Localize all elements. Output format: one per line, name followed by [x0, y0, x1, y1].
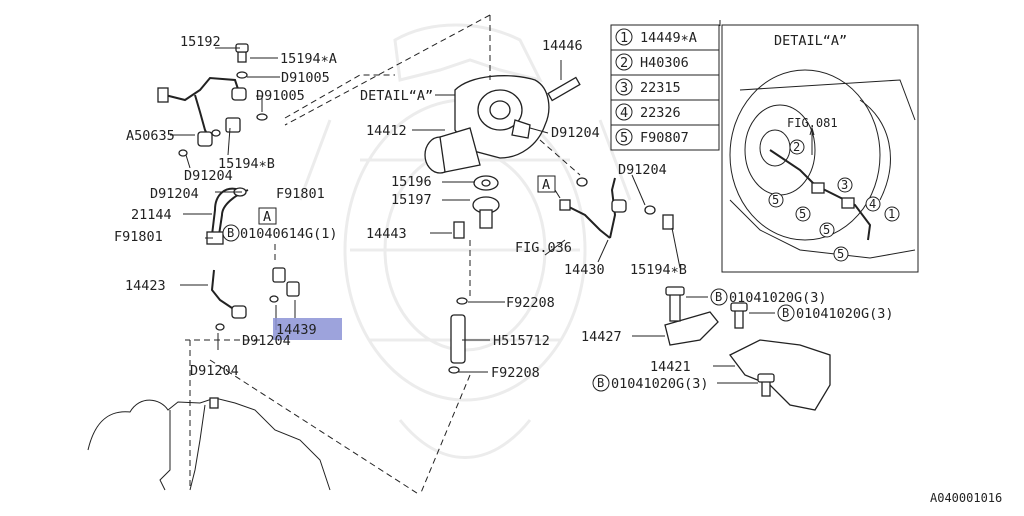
table-part-5: F90807: [640, 130, 689, 146]
label-a-left: A: [263, 209, 271, 225]
table-num-4: 4: [620, 105, 628, 121]
table-num-2: 2: [620, 55, 628, 71]
engine-block-outline: [87, 397, 331, 491]
detail-callout-2: 2: [793, 140, 800, 154]
label-f92208-b: F92208: [491, 365, 540, 381]
table-num-5: 5: [620, 130, 628, 146]
detail-callout-4: 4: [869, 197, 876, 211]
label-14427: 14427: [581, 329, 622, 345]
document-code: A040001016: [930, 491, 1002, 505]
label-14443: 14443: [366, 226, 407, 242]
table-num-1: 1: [620, 30, 628, 46]
label-14446: 14446: [542, 38, 583, 54]
label-d91204-b: D91204: [150, 186, 199, 202]
label-15197: 15197: [391, 192, 432, 208]
highlight-14439: [273, 318, 342, 340]
label-15196: 15196: [391, 174, 432, 190]
detail-callout-5a: 5: [772, 193, 779, 207]
label-a-mid: A: [542, 177, 550, 193]
label-d91005-1: D91005: [281, 70, 330, 86]
label-b-circle-4: B: [597, 376, 604, 390]
label-15194a-top: 15194∗A: [280, 51, 337, 67]
turbocharger-assembly: [284, 14, 721, 496]
detail-callout-5c: 5: [823, 223, 830, 237]
label-b-circle-2: B: [715, 290, 722, 304]
label-f91801-b: F91801: [114, 229, 163, 245]
label-01040614g: 01040614G(1): [240, 226, 338, 242]
part-labels: 15192 15194∗A D91005 D91005 A50635 15194…: [114, 34, 1002, 505]
label-d91204-d: D91204: [190, 363, 239, 379]
bracket-assembly: [632, 286, 831, 411]
label-h515712: H515712: [493, 333, 550, 349]
table-part-4: 22326: [640, 105, 681, 121]
table-part-2: H40306: [640, 55, 689, 71]
table-num-3: 3: [620, 80, 628, 96]
label-d91204-c: D91204: [242, 333, 291, 349]
label-d91204-f: D91204: [618, 162, 667, 178]
left-oil-line-assembly: [157, 43, 421, 496]
label-b-circle-3: B: [782, 306, 789, 320]
label-21144: 21144: [131, 207, 172, 223]
parts-table: 1 14449∗A 2 H40306 3 22315 4 22326 5 F90…: [610, 24, 720, 151]
detail-callout-3: 3: [841, 178, 848, 192]
label-14423: 14423: [125, 278, 166, 294]
label-d91204-a: D91204: [184, 168, 233, 184]
label-d91005-2: D91005: [256, 88, 305, 104]
label-f91801-a: F91801: [276, 186, 325, 202]
label-detail-a-main: DETAIL“A”: [360, 88, 433, 104]
label-14412: 14412: [366, 123, 407, 139]
label-14430: 14430: [564, 262, 605, 278]
label-fig036: FIG.036: [515, 240, 572, 256]
label-01041020g-c: 01041020G(3): [611, 376, 709, 392]
label-15194b-left: 15194∗B: [218, 156, 275, 172]
label-b-circle-1: B: [227, 226, 234, 240]
detail-callout-5b: 5: [799, 207, 806, 221]
table-part-3: 22315: [640, 80, 681, 96]
detail-callout-5d: 5: [837, 247, 844, 261]
label-f92208-a: F92208: [506, 295, 555, 311]
label-15194b-right: 15194∗B: [630, 262, 687, 278]
label-15192: 15192: [180, 34, 221, 50]
label-14439: 14439: [276, 322, 317, 338]
label-a50635: A50635: [126, 128, 175, 144]
detail-a-inset: DETAIL“A” FIG.081 2 3 4 1 5 5 5 5: [721, 24, 919, 273]
label-d91204-e: D91204: [551, 125, 600, 141]
detail-callout-1: 1: [888, 207, 895, 221]
table-part-1: 14449∗A: [640, 30, 697, 46]
label-01041020g-a: 01041020G(3): [729, 290, 827, 306]
detail-a-title: DETAIL“A”: [774, 33, 847, 49]
label-01041020g-b: 01041020G(3): [796, 306, 894, 322]
label-14421: 14421: [650, 359, 691, 375]
detail-fig-ref: FIG.081: [787, 116, 838, 130]
